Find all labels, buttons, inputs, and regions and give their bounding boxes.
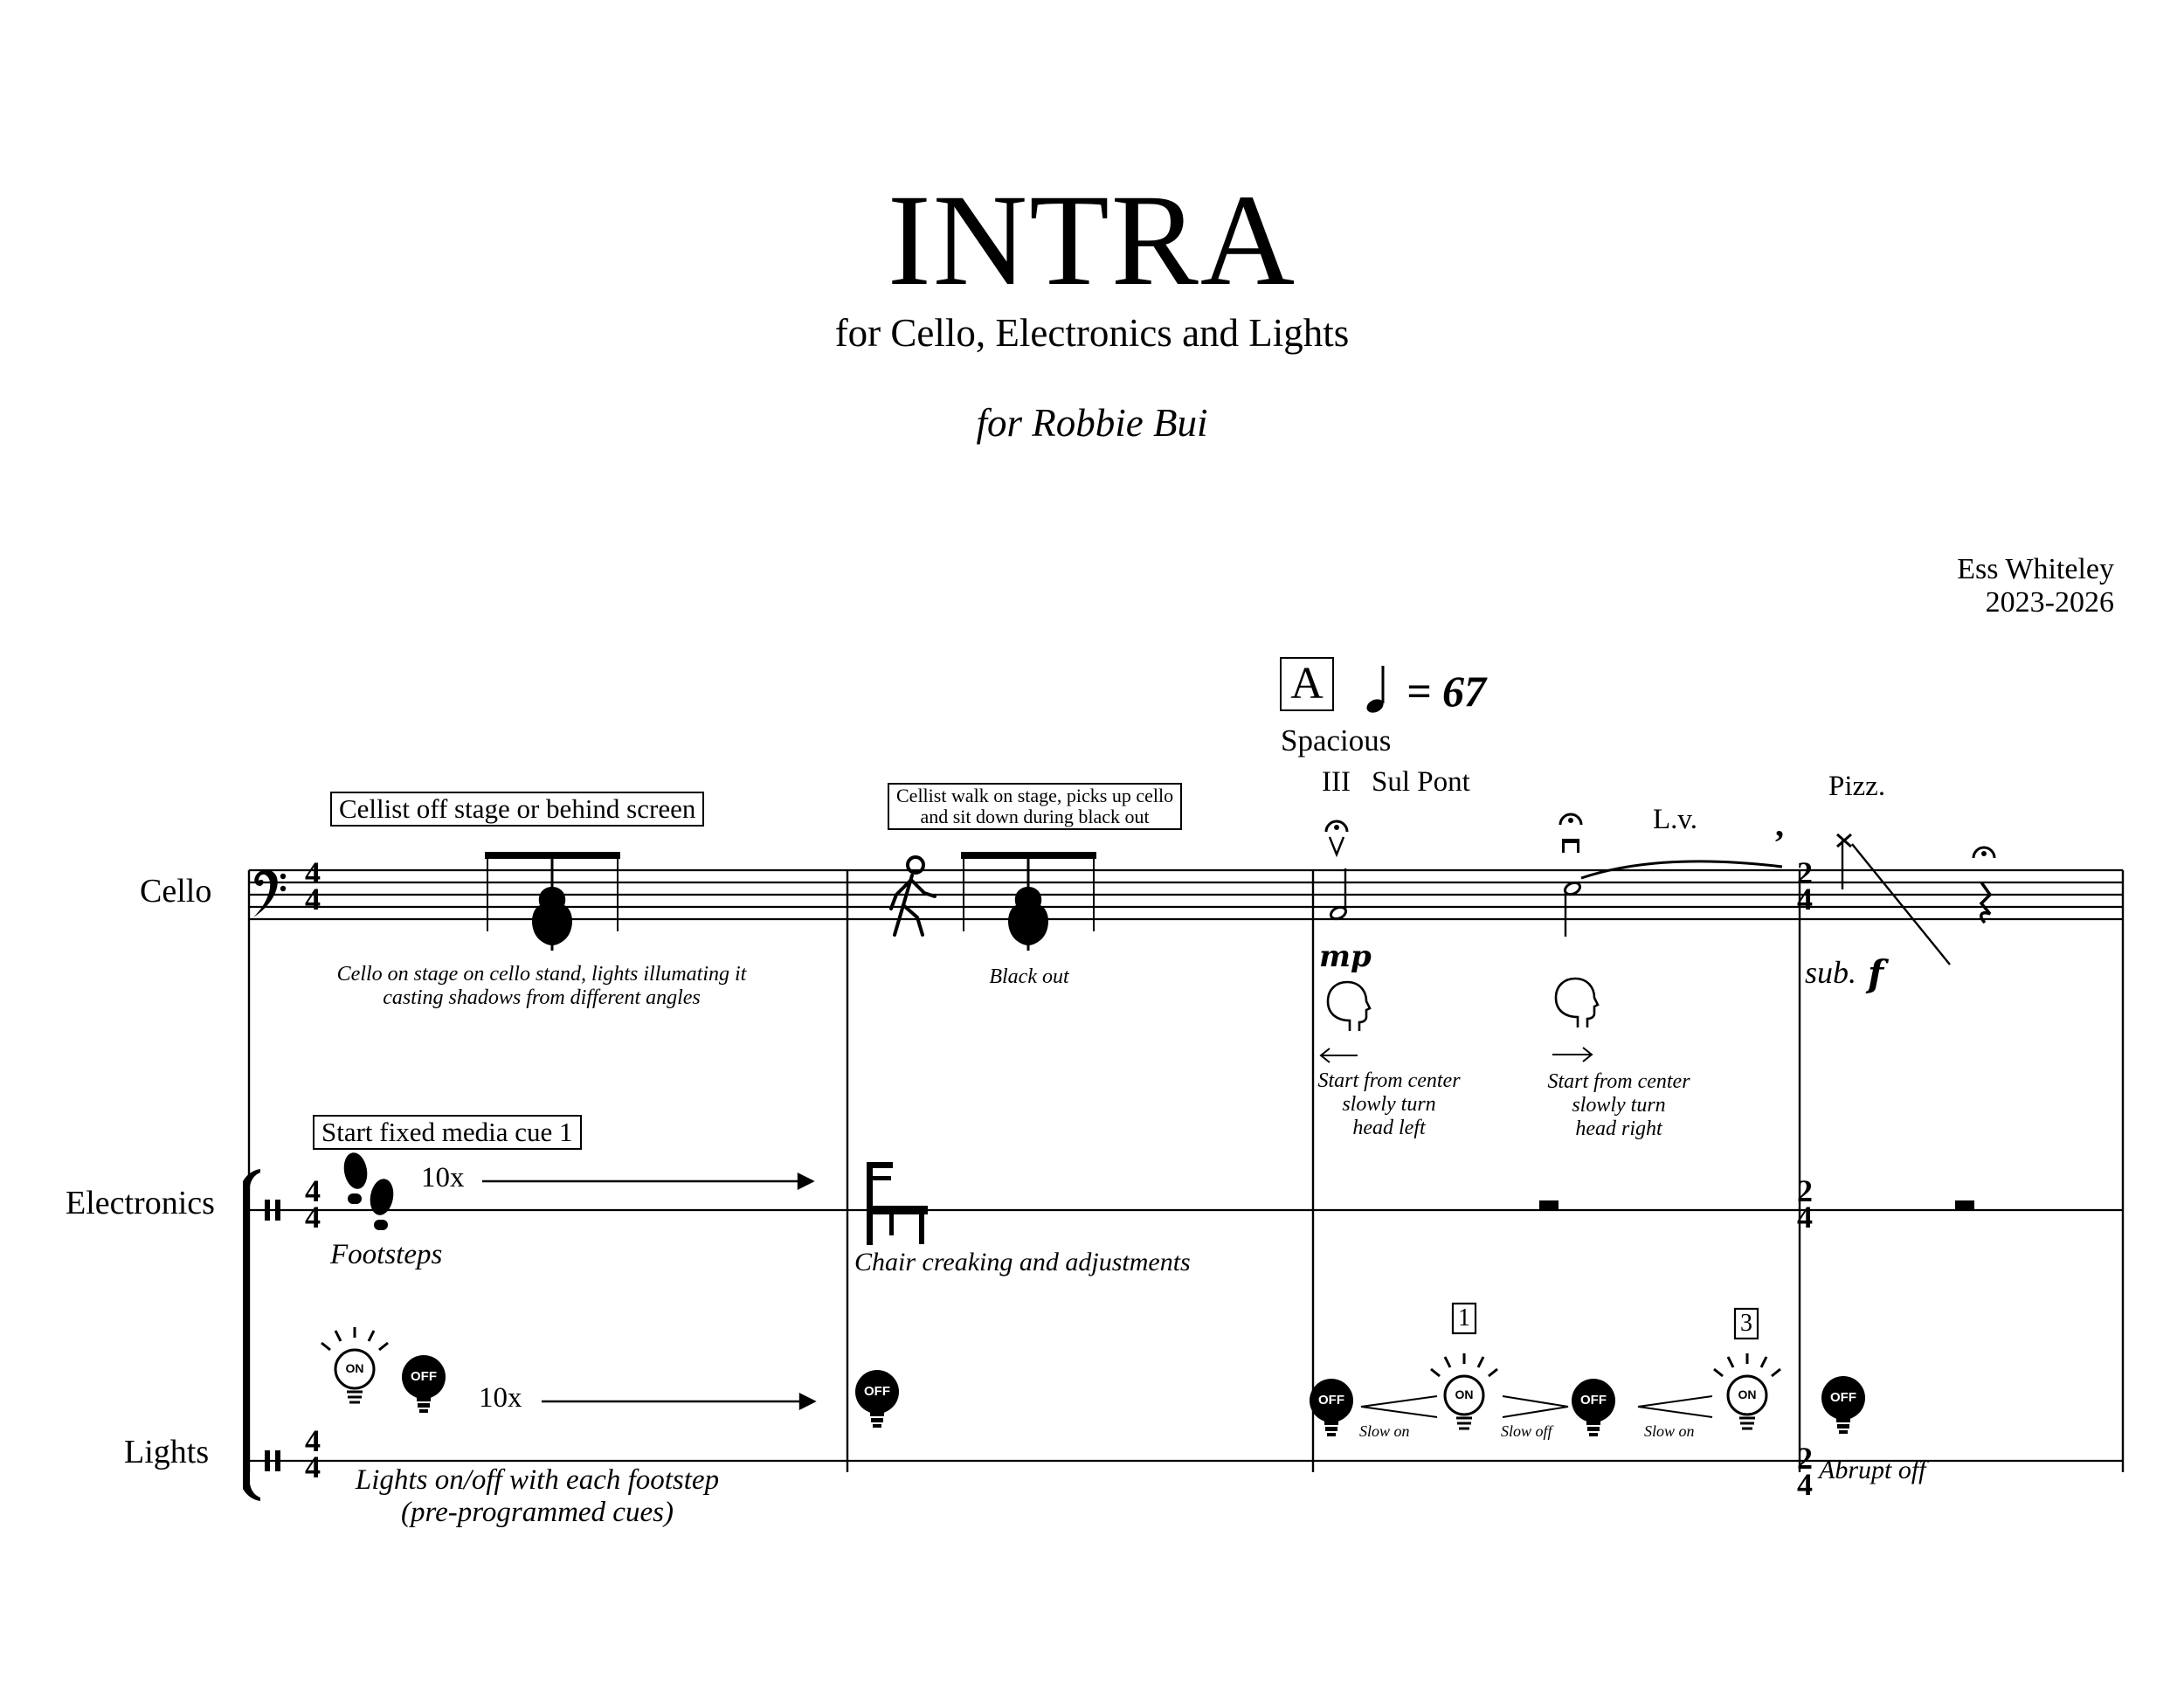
light-bulb-on-icon [1430, 1353, 1498, 1430]
light-bulb-off-icon [1821, 1376, 1865, 1434]
crescendo-hairpin [1360, 1395, 1438, 1418]
cello-on-stand-icon [961, 852, 1096, 951]
head-left-instruction: Start from center slowly turn head left [1317, 1069, 1461, 1139]
percussion-clef-icon [265, 1450, 280, 1471]
head-profile-icon [1326, 980, 1372, 1031]
pizz-indication: Pizz. [1828, 771, 1886, 802]
slow-on-label: Slow on [1644, 1422, 1695, 1440]
system-bracket [243, 1169, 260, 1501]
decrescendo-hairpin [1502, 1395, 1569, 1418]
up-bow-icon [1328, 836, 1345, 858]
x-notehead [1836, 833, 1852, 848]
fermata-icon [1559, 813, 1583, 826]
cue-box-3 [1733, 1307, 1759, 1340]
string-indication: III [1322, 766, 1351, 798]
head-right-instruction: Start from center slowly turn head right [1547, 1070, 1690, 1140]
bass-clef-icon [253, 869, 287, 917]
cello-on-stand-icon [485, 852, 620, 951]
bulb-on-label: ON [345, 1361, 364, 1375]
lv-tie [1580, 860, 1783, 880]
bulb-off-label: OFF [1830, 1390, 1856, 1405]
tempo-character: Spacious [1281, 723, 1392, 758]
cue-number-1: 1 [1458, 1304, 1470, 1332]
fermata-icon [1972, 846, 1996, 859]
fermata-dot [1568, 818, 1573, 823]
chair-icon [867, 1162, 928, 1245]
chair-caption: Chair creaking and adjustments [854, 1248, 1191, 1276]
composition-years: 2023-2026 [1985, 586, 2114, 619]
bulb-off-label: OFF [864, 1384, 890, 1399]
lights-repeat: 10x [479, 1382, 522, 1414]
crescendo-hairpin [1637, 1395, 1713, 1418]
dynamic-sub: sub. [1805, 955, 1857, 990]
light-bulb-off-icon [1572, 1379, 1615, 1436]
whole-rest [1955, 1200, 1974, 1210]
bulb-on-label: ON [1738, 1387, 1757, 1401]
light-bulb-off-icon [402, 1355, 446, 1413]
percussion-clef-icon [265, 1200, 280, 1221]
breath-mark: , [1775, 805, 1784, 844]
fermata-icon [1324, 820, 1349, 833]
tempo-marking: = 67 [1406, 667, 1486, 716]
bulb-off-label: OFF [1580, 1393, 1607, 1408]
fixed-media-cue-box: Start fixed media cue 1 [313, 1115, 582, 1150]
light-bulb-on-icon [321, 1327, 389, 1404]
walk-on-box: Cellist walk on stage, picks up cello an… [888, 783, 1183, 830]
quarter-rest [1979, 881, 1993, 924]
lights-caption: Lights on/off with each footstep (pre-pr… [355, 1464, 720, 1528]
page-title: INTRA [887, 168, 1297, 313]
rehearsal-mark: A [1280, 657, 1334, 711]
quarter-note-icon [1366, 666, 1385, 713]
subtitle: for Cello, Electronics and Lights [834, 311, 1350, 355]
bulb-off-label: OFF [1318, 1393, 1344, 1408]
walking-person-icon [889, 855, 936, 937]
bulb-on-label: ON [1455, 1387, 1474, 1401]
light-bulb-off-icon [855, 1370, 899, 1428]
light-bulb-on-icon [1713, 1353, 1781, 1430]
whole-rest [1539, 1200, 1559, 1210]
head-profile-icon [1554, 977, 1600, 1027]
dynamic-f: f [1868, 952, 1884, 995]
bulb-off-label: OFF [411, 1369, 437, 1384]
arrow-right-icon [542, 1393, 817, 1410]
staff-label-cello: Cello [140, 873, 212, 910]
arrow-right-icon [482, 1173, 815, 1190]
cue-box-1 [1451, 1302, 1477, 1335]
arrow-right-icon [1552, 1047, 1593, 1062]
slow-off-label: Slow off [1501, 1422, 1552, 1440]
fermata-dot [1334, 825, 1339, 830]
dedication: for Robbie Bui [976, 401, 1208, 445]
fermata-dot [1981, 851, 1987, 856]
lv-indication: L.v. [1653, 804, 1698, 835]
gliss-line [1851, 843, 1951, 965]
footsteps-caption: Footsteps [330, 1239, 443, 1270]
light-bulb-off-icon [1310, 1379, 1353, 1436]
dynamic-mp: mp [1319, 939, 1372, 974]
staff-label-electronics: Electronics [66, 1185, 215, 1221]
electronics-repeat: 10x [421, 1162, 465, 1193]
composer-block: Ess Whiteley 2023-2026 [1957, 553, 2114, 619]
sul-pont-indication: Sul Pont [1372, 766, 1470, 798]
composer-name: Ess Whiteley [1957, 553, 2114, 585]
down-bow-icon [1562, 839, 1579, 853]
slow-on-label: Slow on [1359, 1422, 1410, 1440]
footsteps-icon [343, 1152, 394, 1230]
cello-stand-note: Cello on stage on cello stand, lights il… [336, 963, 747, 1009]
staff-label-lights: Lights [124, 1434, 210, 1470]
black-out-note: Black out [989, 965, 1069, 988]
cue-number-3: 3 [1740, 1310, 1752, 1337]
offstage-box: Cellist off stage or behind screen [330, 792, 705, 827]
abrupt-off-label: Abrupt off [1819, 1456, 1926, 1484]
arrow-left-icon [1319, 1048, 1358, 1063]
